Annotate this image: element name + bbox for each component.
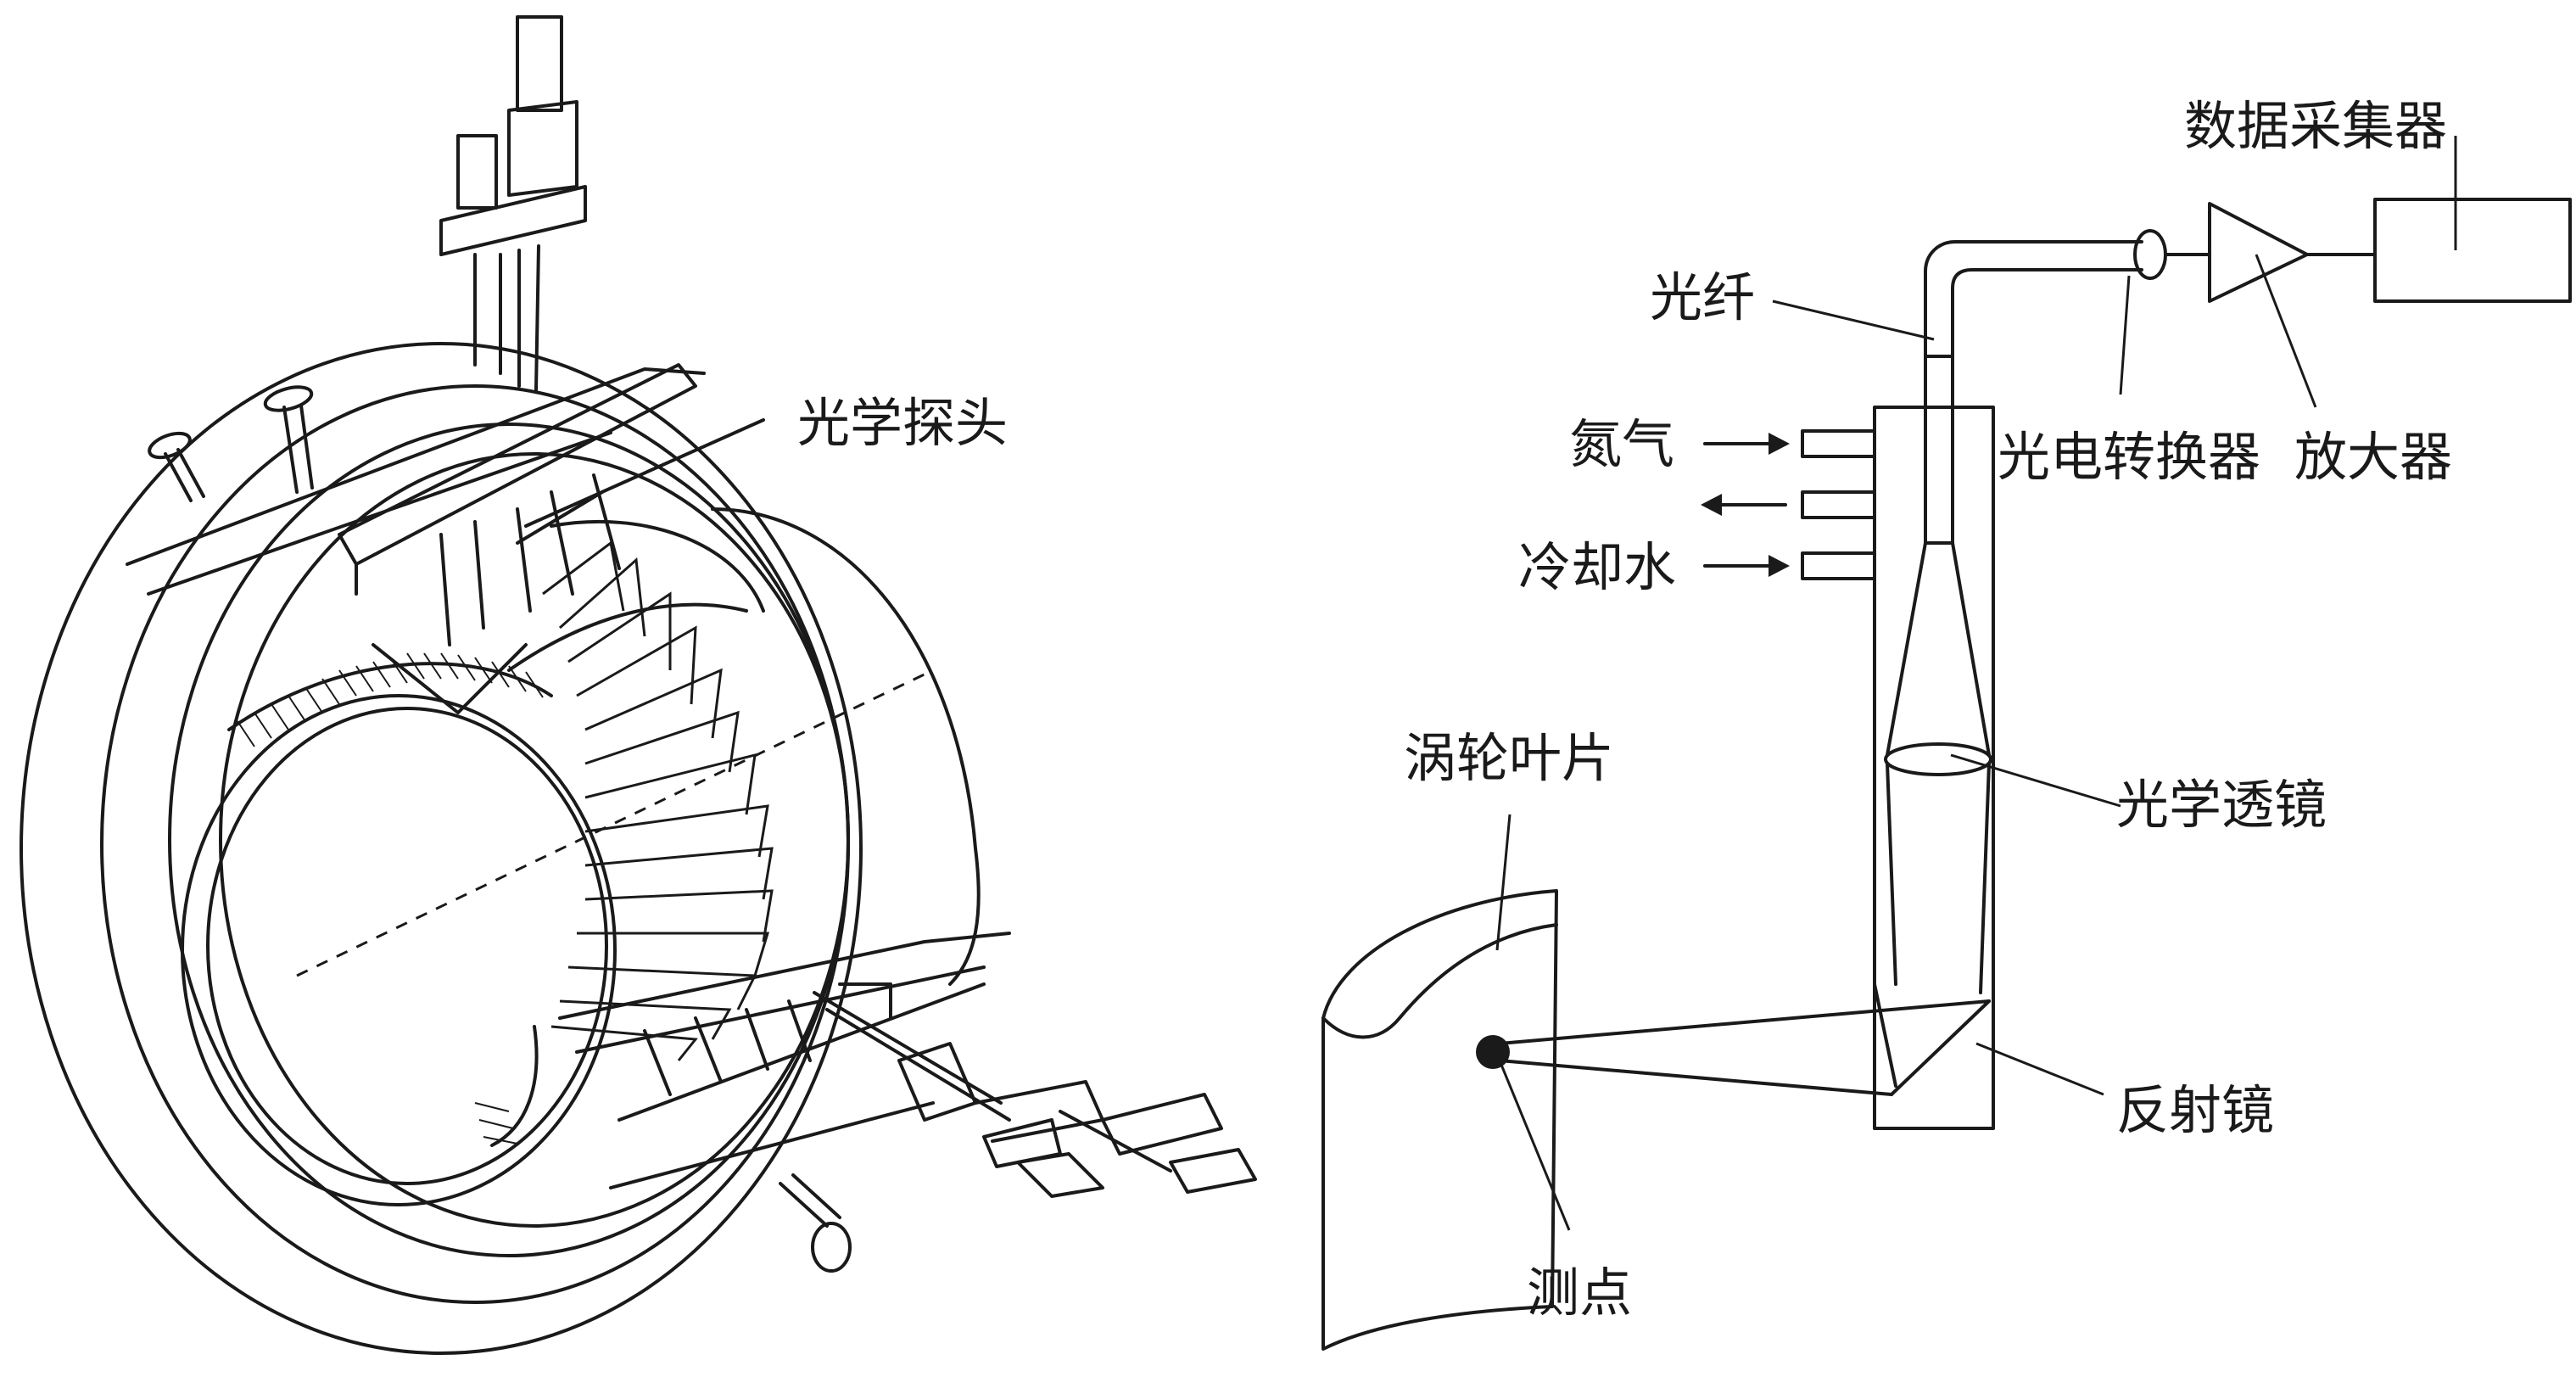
data-acquisition-label: 数据采集器 (2184, 95, 2447, 157)
light-cone (1886, 541, 1991, 757)
cooling-water-port (1801, 551, 1876, 580)
pyrometer-schematic: 光纤 氮气 冷却水 光电转换器 放大器 数据采集器 涡轮叶片 光学透镜 反射镜 … (1322, 95, 2572, 1351)
bottom-probe-assembly (558, 932, 1257, 1198)
callout-lines (1495, 136, 2457, 1231)
reflector (1890, 999, 1991, 1096)
turbine-engine-drawing (20, 15, 1257, 1355)
nitrogen-label: 氮气 (1569, 413, 1674, 475)
outlet-port (1801, 490, 1876, 519)
measuring-point-label: 测点 (1527, 1262, 1632, 1324)
center-axis (296, 669, 934, 977)
optical-probe-label: 光学探头 (797, 392, 1008, 454)
turbine-blade-row (227, 519, 774, 1147)
casing-rings (20, 342, 986, 1355)
amplifier (2208, 202, 2309, 303)
photoelectric-converter-label: 光电转换器 (1998, 426, 2260, 488)
data-acquisition-box (2373, 198, 2572, 303)
reflector-label: 反射镜 (2116, 1079, 2274, 1141)
turbine-blade (1322, 889, 1558, 1351)
photoelectric-converter (2133, 229, 2167, 280)
optical-lens-label: 光学透镜 (2116, 774, 2327, 836)
amplifier-label: 放大器 (2294, 426, 2452, 488)
cooling-water-label: 冷却水 (1518, 536, 1676, 598)
optical-fiber (1924, 355, 1954, 545)
mounting-studs (148, 385, 852, 1273)
optical-lens (1884, 742, 1992, 776)
top-probe-assembly (338, 15, 697, 714)
measuring-point (1476, 1035, 1510, 1069)
turbine-blade-label: 涡轮叶片 (1404, 727, 1614, 789)
fiber-label: 光纤 (1650, 266, 1755, 328)
flow-arrows (1701, 433, 1790, 577)
nitrogen-port (1801, 429, 1876, 458)
optical-probe-callout: 光学探头 (524, 392, 1008, 528)
